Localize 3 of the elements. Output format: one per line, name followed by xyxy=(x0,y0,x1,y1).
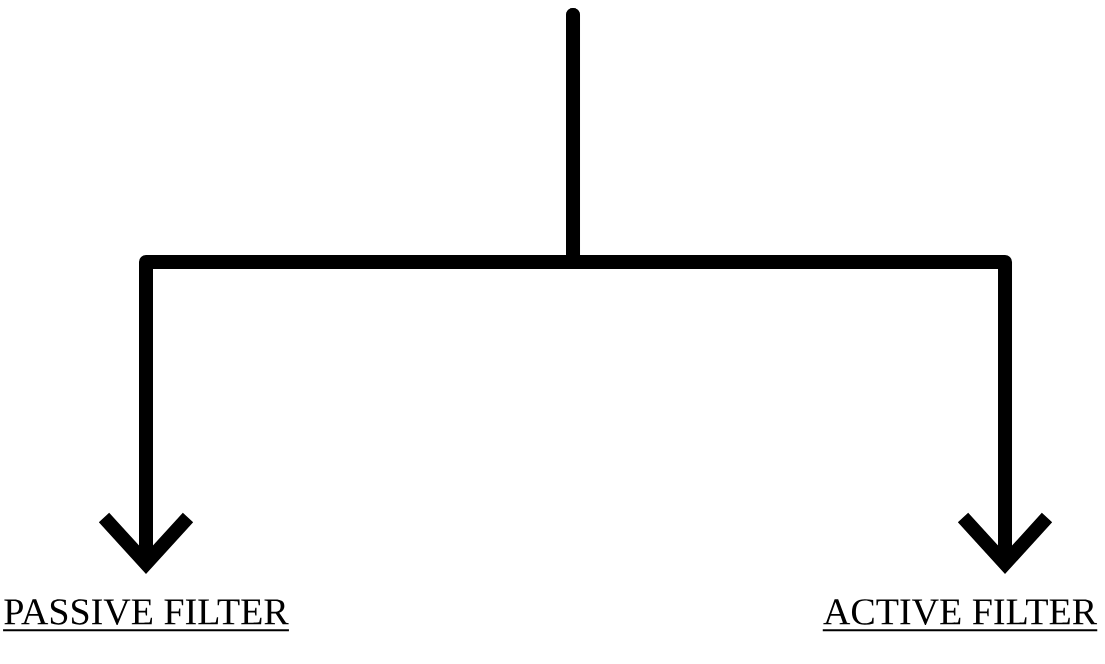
underlined-label: ACTIVE FILTER xyxy=(821,599,1099,632)
underlined-label: PASSIVE FILTER xyxy=(2,599,290,632)
arrow xyxy=(566,8,1053,574)
